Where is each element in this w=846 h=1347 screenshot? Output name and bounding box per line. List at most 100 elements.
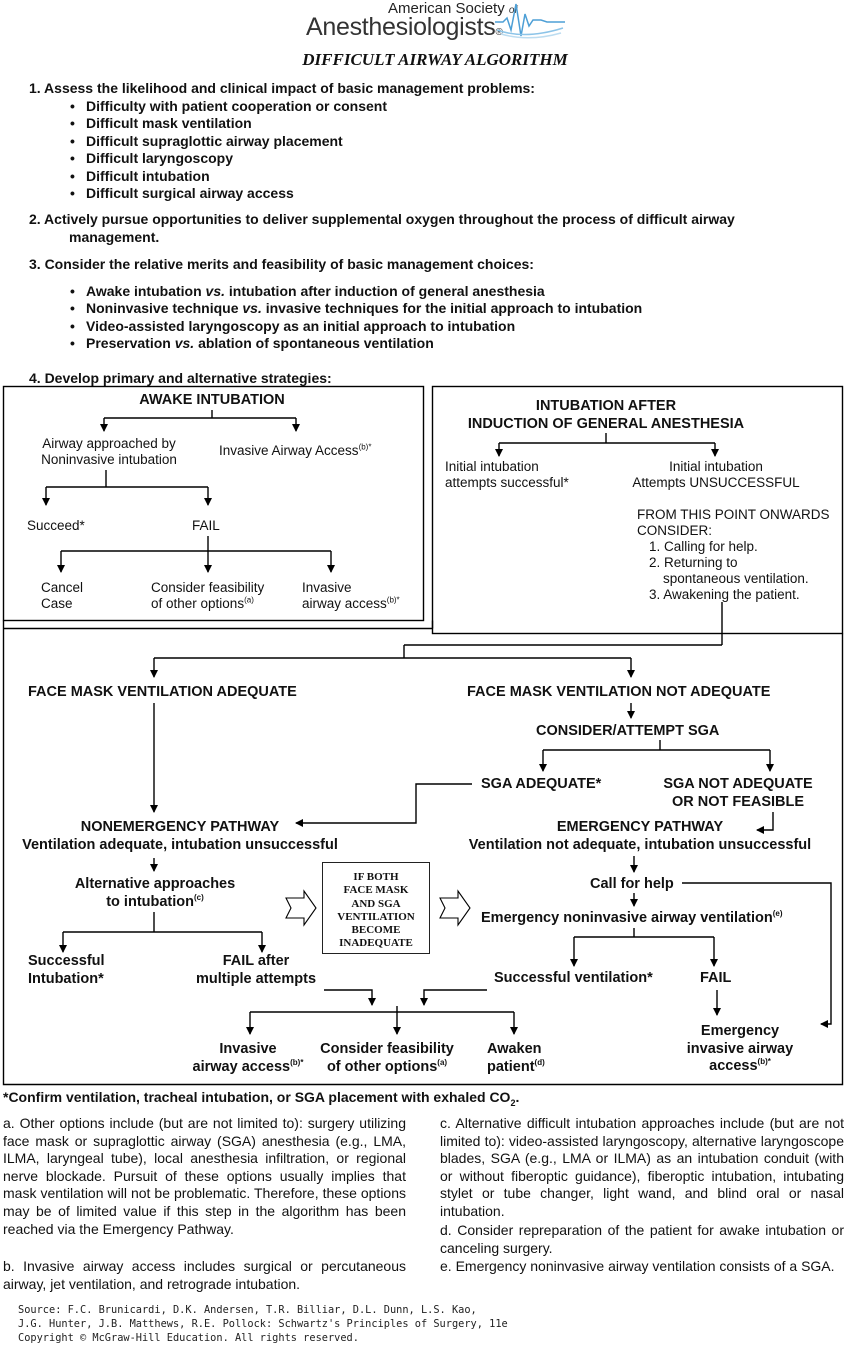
footnote-c: c. Alternative difficult intubation appr… (440, 1115, 844, 1219)
step-4: 4. Develop primary and alternative strat… (29, 370, 332, 386)
step-3-bullets: Awake intubation vs. intubation after in… (70, 283, 829, 353)
initial-intubation-successful-node: Initial intubation attempts successful* (445, 459, 569, 491)
emerg-line1: EMERGENCY PATHWAY (556, 819, 724, 835)
consider-feasibility-final-node: Consider feasibility of other options(a) (310, 1041, 464, 1076)
emergency-noninvasive-node: Emergency noninvasive airway ventilation… (481, 909, 783, 926)
cancel-line2: Case (41, 596, 73, 611)
asa-logo-icon (495, 3, 565, 39)
consider-item-1: 1. Calling for help. (649, 539, 758, 554)
sga-not-adequate-node: SGA NOT ADEQUATE OR NOT FEASIBLE (650, 776, 826, 811)
alt-line1: Alternative approaches (74, 876, 236, 892)
source-line3: Copyright © McGraw-Hill Education. All r… (18, 1332, 359, 1344)
list-item: Difficulty with patient cooperation or c… (70, 98, 829, 116)
step-1: 1. Assess the likelihood and clinical im… (29, 80, 829, 203)
page-title: DIFFICULT AIRWAY ALGORITHM (302, 50, 568, 69)
fail-after-line2: multiple attempts (195, 970, 317, 987)
footnote-b: b. Invasive airway access includes surgi… (3, 1258, 406, 1292)
induction-title: INTUBATION AFTER INDUCTION OF GENERAL AN… (440, 398, 772, 433)
fmv-adequate-node: FACE MASK VENTILATION ADEQUATE (28, 684, 297, 700)
induction-title-line2: INDUCTION OF GENERAL ANESTHESIA (467, 415, 745, 432)
list-item: Noninvasive technique vs. invasive techn… (70, 300, 829, 318)
consider-list: FROM THIS POINT ONWARDS CONSIDER: 1. Cal… (637, 507, 830, 603)
consider-item-3: 3. Awakening the patient. (649, 587, 800, 602)
fail-after-attempts-node: FAIL after multiple attempts (186, 953, 326, 988)
nonemergency-pathway-node: NONEMERGENCY PATHWAY Ventilation adequat… (20, 819, 340, 854)
step-3: 3. Consider the relative merits and feas… (29, 256, 829, 353)
step-2: 2. Actively pursue opportunities to deli… (29, 211, 829, 246)
noninvasive-line2: Noninvasive intubation (41, 452, 177, 467)
induction-title-line1: INTUBATION AFTER (535, 398, 677, 414)
sga-not-line2: OR NOT FEASIBLE (671, 793, 805, 810)
ifboth-line: VENTILATION (337, 910, 415, 923)
success-line1: Initial intubation (445, 459, 539, 474)
source-citation: Source: F.C. Brunicardi, D.K. Andersen, … (18, 1303, 508, 1345)
list-item: Difficult supraglottic airway placement (70, 133, 829, 151)
unsuccess-line1: Initial intubation (669, 459, 763, 474)
emergency-fail-node: FAIL (700, 970, 732, 986)
org-name-line2: Anesthesiologists® (306, 13, 503, 41)
nonemerg-line2: Ventilation adequate, intubation unsucce… (22, 836, 338, 853)
cancel-line1: Cancel (41, 580, 84, 595)
consider-line1: Consider feasibility (151, 580, 265, 595)
source-line1: Source: F.C. Brunicardi, D.K. Andersen, … (18, 1304, 477, 1316)
awake-invasive-access-node: Invasive airway access(b)* (302, 580, 400, 611)
fail-after-line1: FAIL after (222, 953, 290, 969)
noninvasive-intubation-node: Airway approached by Noninvasive intubat… (22, 436, 196, 468)
from-line1: FROM THIS POINT ONWARDS (637, 507, 830, 522)
invasive2-line1: Invasive (302, 580, 352, 595)
invasive-airway-access-node: Invasive Airway Access(b)* (219, 442, 372, 458)
einv-line1: Emergency (700, 1023, 780, 1039)
consider-sga-node: CONSIDER/ATTEMPT SGA (536, 723, 720, 739)
succ-int-line1: Successful (28, 953, 105, 969)
sga-not-line1: SGA NOT ADEQUATE (663, 776, 813, 792)
einv-line2: invasive airway (686, 1040, 794, 1057)
ifboth-line: BECOME (351, 924, 401, 937)
noninvasive-line1: Airway approached by (42, 436, 176, 451)
confirm-footnote: *Confirm ventilation, tracheal intubatio… (3, 1089, 520, 1108)
list-item: Difficult mask ventilation (70, 115, 829, 133)
footnote-a: a. Other options include (but are not li… (3, 1115, 406, 1237)
cancel-case-node: Cancel Case (41, 580, 83, 612)
emergency-pathway-node: EMERGENCY PATHWAY Ventilation not adequa… (452, 819, 828, 854)
awaken-patient-node: Awaken patient(d) (487, 1041, 545, 1075)
footnote-d: d. Consider repreparation of the patient… (440, 1222, 844, 1256)
list-item: Video-assisted laryngoscopy as an initia… (70, 318, 829, 336)
footnote-e: e. Emergency noninvasive airway ventilat… (440, 1258, 835, 1274)
list-item: Difficult laryngoscopy (70, 150, 829, 168)
list-item: Awake intubation vs. intubation after in… (70, 283, 829, 301)
succ-int-line2: Intubation* (28, 970, 104, 987)
step-1-text: 1. Assess the likelihood and clinical im… (29, 80, 535, 96)
list-item: Preservation vs. ablation of spontaneous… (70, 335, 829, 353)
alternative-approaches-node: Alternative approaches to intubation(c) (60, 876, 250, 911)
step-3-text: 3. Consider the relative merits and feas… (29, 256, 534, 272)
successful-ventilation-node: Successful ventilation* (494, 970, 653, 986)
success-line2: attempts successful* (445, 475, 569, 490)
initial-intubation-unsuccessful-node: Initial intubation Attempts UNSUCCESSFUL (632, 459, 800, 491)
list-item: Difficult surgical airway access (70, 185, 829, 203)
call-for-help-node: Call for help (590, 876, 674, 892)
emergency-invasive-access-node: Emergency invasive airway access(b)* (670, 1023, 810, 1076)
from-line2: CONSIDER: (637, 523, 713, 538)
org-name-line1: American Society of (388, 0, 518, 17)
nonemerg-line1: NONEMERGENCY PATHWAY (80, 819, 280, 835)
sga-adequate-node: SGA ADEQUATE* (481, 776, 602, 792)
successful-intubation-node: Successful Intubation* (28, 953, 105, 988)
unsuccess-line2: Attempts UNSUCCESSFUL (632, 475, 800, 490)
ifboth-line: FACE MASK (343, 884, 409, 897)
cons-line1: Consider feasibility (320, 1041, 454, 1057)
step-2-line2: management. (69, 228, 160, 245)
source-line2: J.G. Hunter, J.B. Matthews, R.E. Pollock… (18, 1318, 508, 1330)
awaken-line1: Awaken (487, 1041, 542, 1057)
emerg-line2: Ventilation not adequate, intubation uns… (468, 836, 812, 853)
awake-fail-node: FAIL (192, 518, 220, 533)
consider-item-2b: spontaneous ventilation. (663, 571, 809, 586)
list-item: Difficult intubation (70, 168, 829, 186)
consider-item-2a: 2. Returning to (649, 555, 738, 570)
inv-line1: Invasive (219, 1041, 277, 1057)
awake-consider-feasibility-node: Consider feasibility of other options(a) (151, 580, 265, 611)
fmv-not-adequate-node: FACE MASK VENTILATION NOT ADEQUATE (467, 684, 771, 700)
awake-intubation-title: AWAKE INTUBATION (139, 392, 285, 408)
ifboth-line: INADEQUATE (339, 937, 413, 950)
ifboth-line: IF BOTH (353, 871, 399, 883)
